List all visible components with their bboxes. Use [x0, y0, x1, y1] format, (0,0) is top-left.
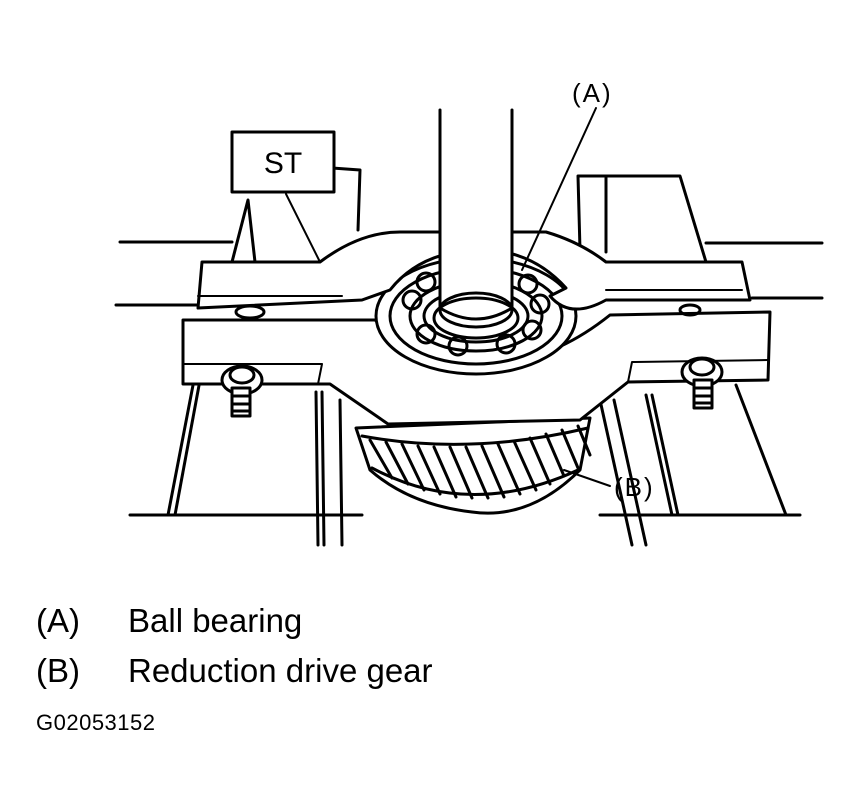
legend-text-b: Reduction drive gear: [128, 652, 433, 689]
left-bolt: [220, 304, 266, 418]
st-label-box: [230, 130, 336, 194]
legend-text-a: Ball bearing: [128, 602, 303, 639]
callout-a-leader: [521, 107, 597, 271]
legend-row-a: (A) Ball bearing: [36, 596, 433, 646]
legend: (A) Ball bearing (B) Reduction drive gea…: [36, 596, 433, 696]
press-shaft: [432, 108, 520, 340]
right-support-block: [576, 174, 788, 547]
callout-b-label: (B): [614, 472, 655, 502]
right-bolt: [678, 303, 724, 410]
reduction-drive-gear: [354, 416, 592, 515]
st-label: ST: [264, 147, 302, 180]
callout-a-label: (A): [572, 78, 613, 108]
legend-key-b: (B): [36, 652, 80, 689]
figure-code: G02053152: [36, 710, 156, 735]
st-leader-line: [285, 193, 321, 263]
legend-row-b: (B) Reduction drive gear: [36, 646, 433, 696]
left-support-block: [166, 166, 362, 547]
legend-key-a: (A): [36, 602, 80, 639]
installation-diagram: ST (A) (B): [114, 78, 824, 547]
callout-b-leader: [563, 469, 611, 487]
